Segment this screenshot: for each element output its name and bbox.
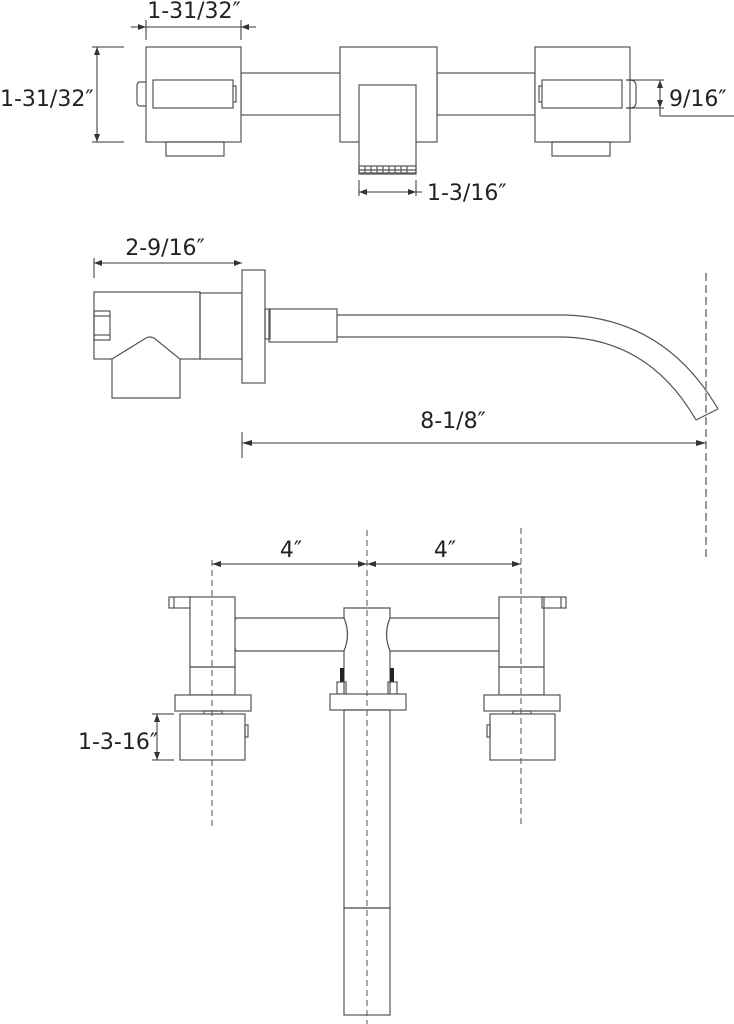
label-handle-width: 1-31/32″ (147, 0, 241, 24)
label-handle-depth: 2-9/16″ (125, 236, 205, 261)
label-lever-height: 9/16″ (669, 87, 727, 112)
label-left-spacing: 4″ (280, 538, 302, 563)
top-right-pipe (436, 72, 536, 116)
top-left-pipe (240, 72, 342, 116)
dim-lever-height: 9/16″ (626, 79, 734, 117)
side-spout-bottom-edge (337, 336, 697, 421)
front-spout (329, 607, 407, 1016)
dim-spout-width: 1-3/16″ (358, 180, 507, 206)
dim-left-spacing: 4″ (212, 538, 367, 567)
front-right-valve (483, 596, 567, 761)
label-valve-height: 1-3-16″ (78, 730, 158, 755)
right-screw (390, 668, 394, 682)
dim-spout-reach: 8-1/8″ (241, 409, 706, 458)
side-handle (93, 291, 243, 399)
top-view: 1-31/32″ 1-31/32″ 9/16″ (0, 0, 734, 206)
side-spout-collar (264, 308, 271, 340)
label-spout-width: 1-3/16″ (427, 181, 507, 206)
left-screw (340, 668, 344, 682)
spout-aerator-grid (358, 165, 417, 175)
side-spout-top-edge (337, 314, 719, 410)
side-spout-sleeve (268, 308, 338, 343)
dim-valve-height: 1-3-16″ (78, 713, 174, 761)
side-wall-plate (241, 269, 266, 384)
dim-handle-height: 1-31/32″ (0, 46, 124, 143)
top-right-handle (534, 46, 637, 157)
dim-handle-width: 1-31/32″ (131, 0, 256, 40)
dim-right-spacing: 4″ (367, 538, 521, 567)
dim-handle-depth: 2-9/16″ (93, 236, 242, 278)
label-right-spacing: 4″ (434, 538, 456, 563)
top-left-handle (136, 46, 242, 157)
front-left-crossbar (231, 617, 349, 652)
front-view: 4″ 4″ 1-3-16″ (78, 528, 567, 1024)
top-spout (339, 46, 438, 175)
label-handle-height: 1-31/32″ (0, 87, 94, 112)
front-left-valve (168, 596, 252, 761)
side-spout-tip (695, 408, 719, 421)
front-right-crossbar (385, 617, 504, 652)
label-spout-reach: 8-1/8″ (420, 409, 486, 434)
side-view: 2-9/16″ 8-1/8″ (93, 236, 719, 560)
